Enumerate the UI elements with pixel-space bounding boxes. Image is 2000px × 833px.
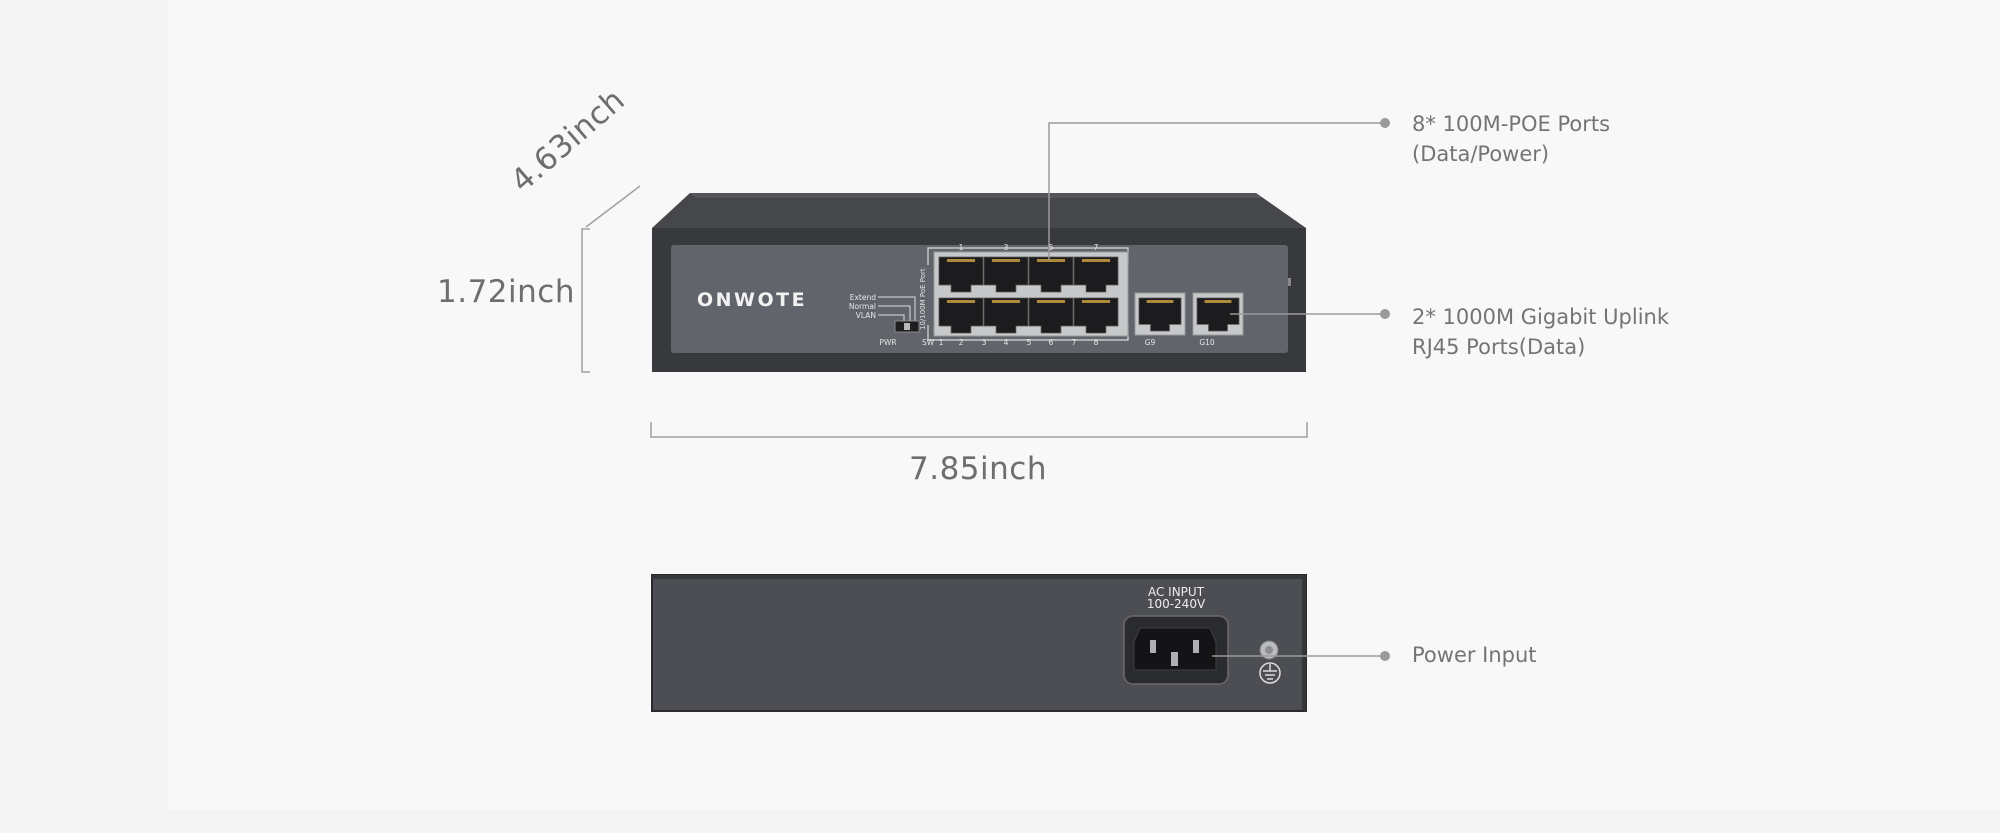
poe-port [1073, 297, 1119, 334]
uplink-label-g9: G9 [1145, 338, 1156, 347]
svg-text:1: 1 [939, 338, 944, 347]
poe-ports-subtitle: (Data/Power) [1412, 142, 1550, 166]
power-socket [1123, 615, 1229, 685]
poe-port [1028, 297, 1074, 334]
svg-text:Normal: Normal [849, 302, 876, 311]
svg-text:7: 7 [1094, 243, 1099, 252]
poe-port [1073, 256, 1119, 293]
sw-label: SW [922, 338, 935, 347]
uplink-port-g9 [1138, 297, 1182, 332]
svg-text:Extend: Extend [850, 293, 876, 302]
poe-ports-callout: 8* 100M-POE Ports (Data/Power) [1412, 109, 1610, 169]
svg-text:6: 6 [1049, 338, 1054, 347]
width-dimension-label: 7.85inch [909, 451, 1047, 487]
poe-port-group: 1 3 5 7 SW 1 2 3 4 5 6 7 8 [922, 243, 1129, 347]
power-input-callout: Power Input [1412, 643, 1537, 667]
dimension-lines [581, 185, 1308, 438]
svg-text:VLAN: VLAN [856, 311, 876, 320]
svg-text:3: 3 [982, 338, 987, 347]
height-dimension-label: 1.72inch [437, 274, 575, 310]
uplink-ports-callout: 2* 1000M Gigabit Uplink RJ45 Ports(Data) [1412, 302, 1669, 362]
ac-input-label: AC INPUT [1148, 585, 1205, 599]
svg-text:2: 2 [959, 338, 964, 347]
switch-front-view: ONWOTE Extend Normal VLAN PWR 10/100M Po… [652, 193, 1306, 372]
callout-dots [1380, 118, 1390, 661]
uplink-ports-subtitle: RJ45 Ports(Data) [1412, 335, 1586, 359]
uplink-ports-title: 2* 1000M Gigabit Uplink [1412, 305, 1669, 329]
poe-port [938, 256, 984, 293]
poe-side-label: 10/100M PoE Port [919, 268, 927, 330]
poe-port [983, 256, 1029, 293]
svg-text:5: 5 [1027, 338, 1032, 347]
svg-text:8: 8 [1094, 338, 1099, 347]
svg-text:7: 7 [1072, 338, 1077, 347]
poe-port [983, 297, 1029, 334]
mode-switch-labels: Extend Normal VLAN [849, 293, 876, 320]
callout-lines [1048, 122, 1384, 657]
poe-ports-title: 8* 100M-POE Ports [1412, 112, 1611, 136]
svg-text:5: 5 [1049, 243, 1054, 252]
ground-screw-icon [1259, 640, 1281, 684]
pwr-label: PWR [879, 338, 896, 347]
brand-logo: ONWOTE [697, 289, 807, 311]
uplink-port-group: G9 G10 [1134, 292, 1244, 347]
svg-text:3: 3 [1004, 243, 1009, 252]
uplink-label-g10: G10 [1199, 338, 1215, 347]
switch-rear-view: AC INPUT 100-240V [651, 574, 1307, 712]
svg-text:1: 1 [959, 243, 964, 252]
uplink-port-g10 [1196, 297, 1240, 332]
poe-port [1028, 256, 1074, 293]
ac-voltage-label: 100-240V [1147, 597, 1206, 611]
poe-port [938, 297, 984, 334]
svg-text:4: 4 [1004, 338, 1009, 347]
